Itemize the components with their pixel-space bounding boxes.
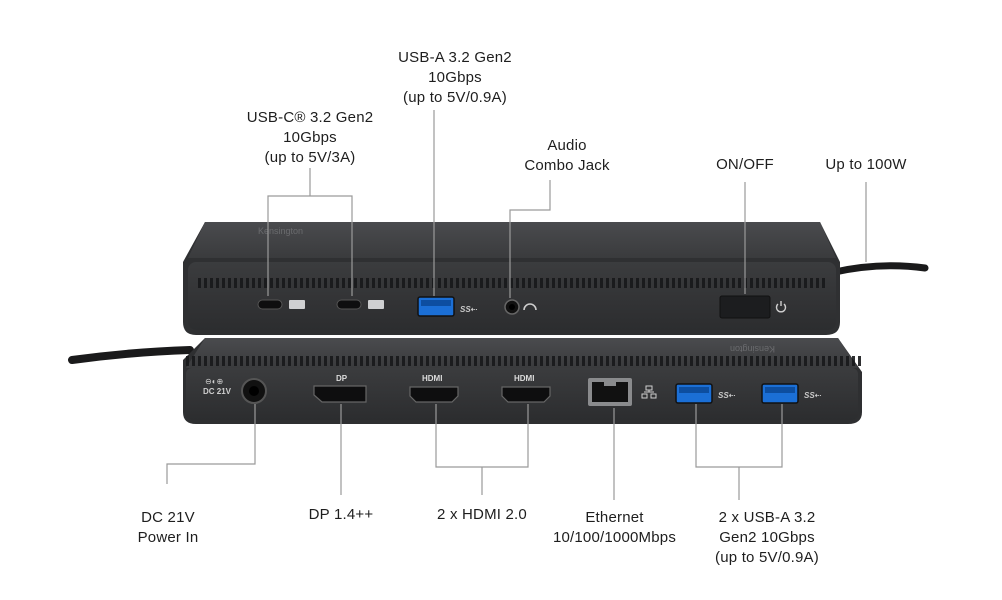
- usba-rear-port-2: [761, 383, 799, 404]
- label-usba-rear-line2: Gen2 10Gbps: [719, 529, 815, 546]
- brand-logo: Kensington: [258, 226, 303, 236]
- usbc-port-2: [336, 299, 362, 310]
- label-power-out-line1: Up to 100W: [825, 156, 907, 173]
- label-usba-rear: 2 x USB-A 3.2 Gen2 10Gbps (up to 5V/0.9A…: [682, 508, 852, 568]
- brand-logo-inverted: Kensington: [730, 344, 775, 354]
- dp-port: [313, 385, 367, 403]
- dock-rear-unit: Kensington ⊖◐⊕ DC 21V DP HDMI HDMI SS⇠: [183, 338, 862, 424]
- headset-icon: [523, 303, 537, 311]
- label-usbc-line2: 10Gbps: [283, 129, 337, 146]
- hdmi-port-2-label: HDMI: [514, 374, 534, 383]
- label-usba-front-line2: 10Gbps: [428, 69, 482, 86]
- label-dc-in: DC 21V Power In: [108, 508, 228, 548]
- label-ethernet-line1: Ethernet: [585, 509, 644, 526]
- usba-front-port: [417, 296, 455, 317]
- label-usba-rear-line3: (up to 5V/0.9A): [715, 549, 819, 566]
- power-icon: [775, 301, 787, 313]
- label-audio-line1: Audio: [547, 137, 587, 154]
- label-usba-rear-line1: 2 x USB-A 3.2: [718, 509, 816, 526]
- dc-polarity-icon: ⊖◐⊕: [205, 377, 223, 386]
- dp-port-label: DP: [336, 374, 348, 383]
- usbc-port-1: [257, 299, 283, 310]
- power-button: [719, 295, 771, 319]
- label-dc-in-line2: Power In: [137, 529, 199, 546]
- ss-usb-icon: SS⇠: [718, 391, 736, 400]
- usba-rear-port-1: [675, 383, 713, 404]
- ss-usb-icon: SS⇠: [460, 305, 478, 314]
- hdmi-port-1: [409, 386, 459, 403]
- label-dp: DP 1.4++: [286, 505, 396, 525]
- label-onoff-line1: ON/OFF: [716, 156, 774, 173]
- power-cable-left: [68, 346, 194, 364]
- leader-lines: [166, 110, 867, 500]
- label-dp-line1: DP 1.4++: [308, 506, 374, 523]
- label-hdmi: 2 x HDMI 2.0: [407, 505, 557, 525]
- label-dc-in-line1: DC 21V: [141, 509, 195, 526]
- dc-port-label: DC 21V: [203, 387, 232, 396]
- label-audio-line2: Combo Jack: [524, 157, 610, 174]
- label-usba-front-line3: (up to 5V/0.9A): [403, 89, 507, 106]
- network-icon: [641, 385, 657, 399]
- label-audio: Audio Combo Jack: [497, 136, 637, 176]
- label-usba-front: USB-A 3.2 Gen2 10Gbps (up to 5V/0.9A): [370, 48, 540, 108]
- label-usbc: USB-C® 3.2 Gen2 10Gbps (up to 5V/3A): [225, 108, 395, 168]
- label-usba-front-line1: USB-A 3.2 Gen2: [398, 49, 512, 66]
- power-cable-right: [831, 262, 929, 276]
- label-usbc-line3: (up to 5V/3A): [264, 149, 356, 166]
- label-ethernet-line2: 10/100/1000Mbps: [552, 529, 677, 546]
- hdmi-port-2: [501, 386, 551, 403]
- label-onoff: ON/OFF: [695, 155, 795, 175]
- label-hdmi-line1: 2 x HDMI 2.0: [437, 506, 527, 523]
- label-power-out: Up to 100W: [806, 155, 926, 175]
- label-ethernet: Ethernet 10/100/1000Mbps: [532, 508, 697, 548]
- label-usbc-line1: USB-C® 3.2 Gen2: [246, 109, 374, 126]
- dock-front-unit: Kensington SS⇠: [183, 222, 840, 335]
- hdmi-port-1-label: HDMI: [422, 374, 442, 383]
- ss-usb-icon: SS⇠: [804, 391, 822, 400]
